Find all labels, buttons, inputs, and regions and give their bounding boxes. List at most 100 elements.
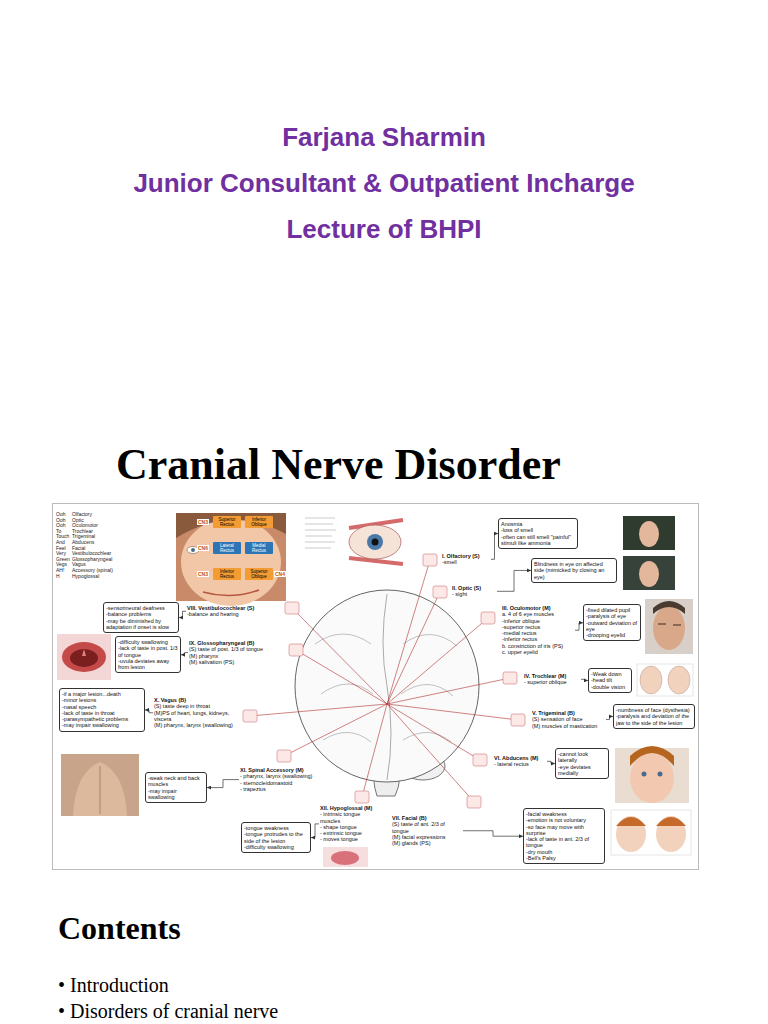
nerve-name: II. Optic (S) — [452, 585, 496, 591]
nerve-icon — [243, 710, 257, 722]
face — [640, 666, 662, 694]
nerve-function: - intrinsic tongue muscles — [320, 811, 382, 824]
author-role: Junior Consultant & Outpatient Incharge — [0, 168, 768, 198]
nerve-label: VI. Abducens (M)- lateral rectus — [493, 754, 547, 769]
child-photo — [176, 513, 286, 606]
nerve-function: -smell — [442, 559, 490, 565]
nerve-line — [250, 560, 518, 802]
author-affiliation: Lecture of BHPI — [0, 214, 768, 244]
symptom-box: -fixed dilated pupil-paralysis of eye-ou… — [583, 604, 641, 641]
symptom-text: -difficulty swallowing — [118, 639, 178, 645]
nerve-fibres — [250, 560, 518, 802]
connector — [606, 716, 613, 719]
photo — [611, 810, 691, 855]
symptom-text: Blindness in eye on affected side (mimic… — [534, 561, 614, 580]
tiny-leader-lines — [305, 518, 336, 548]
nerve-name: VIII. Vestibulocochlear (S) — [187, 605, 277, 611]
muscle-box: Inferior Rectus — [213, 568, 241, 580]
nerve-function: -inferior rectus — [502, 636, 574, 642]
nerve-icon — [511, 714, 525, 726]
nerve-name: III. Oculomotor (M) — [502, 605, 574, 611]
spine — [100, 766, 101, 814]
nerve-function: -medial rectus — [502, 630, 574, 636]
hair — [653, 601, 685, 614]
nerve-function: -inferior oblique — [502, 618, 574, 624]
nerve-function: - shape tongue — [320, 824, 382, 830]
symptom-text: -sensorineural deafness — [106, 605, 176, 611]
photo — [637, 664, 693, 696]
symptom-text: -balance problems — [106, 611, 176, 617]
symptom-text: -dry mouth — [526, 849, 602, 855]
nerve-function: (M) muscles of mastication — [532, 723, 605, 729]
nerve-name: VI. Abducens (M) — [494, 755, 546, 761]
symptom-text: -lack of taste in throat — [62, 710, 142, 716]
photo — [645, 599, 693, 654]
symptom-text: -head tilt — [591, 677, 629, 683]
symptom-text: -paralysis and deviation of the jaw to t… — [616, 713, 692, 726]
image-frame — [301, 513, 411, 573]
nerve-name: XII. Hypoglossal (M) — [320, 805, 382, 811]
connector — [145, 710, 153, 713]
photo — [323, 847, 368, 867]
nerve-name: X. Vagus (B) — [154, 697, 236, 703]
symptom-text: -Bell's Palsy — [526, 855, 602, 861]
mouth — [203, 590, 259, 596]
face — [630, 753, 674, 803]
hair — [176, 513, 286, 538]
back — [73, 762, 127, 816]
nerve-label: XII. Hypoglossal (M)- intrinsic tongue m… — [319, 804, 383, 844]
nerve-icon — [423, 554, 437, 566]
nerve-function: - sight — [452, 591, 496, 597]
nerve-function: (M) salivation (PS) — [189, 659, 281, 665]
nerve-function: (S) taste of ant. 2/3 of tongue — [392, 821, 462, 834]
connector — [311, 824, 319, 838]
symptom-text: -tongue weakness — [244, 825, 308, 831]
nerve-icon — [473, 754, 487, 766]
nerve-tag: CN3 — [197, 519, 209, 525]
face — [181, 518, 281, 606]
nerve-label: X. Vagus (B)(S) taste deep in throat(M)P… — [153, 696, 237, 729]
photos — [57, 516, 693, 867]
nerve-function: - sternocleidomastoid — [240, 780, 318, 786]
nerve-label: V. Trigeminal (B)(S) sensation of face(M… — [531, 709, 606, 730]
nerve-name: IV. Trochlear (M) — [524, 673, 580, 679]
nerve-function: (M) pharynx, larynx (swallowing) — [154, 722, 236, 728]
symptom-text: -may impair swallowing — [148, 788, 204, 801]
nerve-tag: CN4 — [274, 571, 286, 577]
nerve-label: IX. Glossopharyngeal (B)(S) taste of pos… — [188, 639, 282, 666]
nerve-icon — [285, 602, 299, 614]
muscle-label: Medial Rectus — [246, 543, 272, 553]
symptom-text: -emotion is not voluntary — [526, 817, 602, 823]
nerve-icon — [481, 612, 495, 624]
nerve-function: a. 4 of 6 eye muscles — [502, 611, 574, 617]
symptom-text: -if a major lesion...death — [62, 691, 142, 697]
symptom-box: -numbness of face (dysthesia)-paralysis … — [613, 704, 695, 729]
muscle-box: Superior Oblique — [245, 568, 273, 580]
photo — [61, 754, 139, 816]
symptom-text: -cannot look laterally — [558, 751, 606, 764]
symptom-box: -tongue weakness-tongue protrudes to the… — [241, 822, 311, 853]
nerve-function: (S) taste deep in throat — [154, 703, 236, 709]
mnemonic-word: H — [56, 574, 60, 580]
nerve-function: b. constriction of iris (PS) — [502, 643, 574, 649]
symptom-text: -parasympathetic problems — [62, 716, 142, 722]
face — [639, 561, 659, 587]
nerve-label: XI. Spinal Accessory (M)- pharynx, laryn… — [239, 766, 319, 793]
face — [668, 666, 690, 694]
fissure — [383, 594, 391, 780]
nerve-function: (S) taste of post. 1/3 of tongue — [189, 646, 281, 652]
section-heading: Contents — [58, 910, 181, 946]
nerve-tag: CN3 — [197, 571, 209, 577]
connector — [181, 653, 188, 655]
nerve-label: III. Oculomotor (M)a. 4 of 6 eye muscles… — [501, 604, 575, 656]
symptom-text: -lack of taste in ant. 2/3 of tongue — [526, 836, 602, 849]
nerve-function: (M) glands (PS) — [392, 840, 462, 846]
symptom-text: -drooping eyelid — [586, 632, 638, 638]
symptom-box: -if a major lesion...death-minor lesions… — [59, 688, 145, 732]
symptom-text: -double vision — [591, 684, 629, 690]
photo — [623, 516, 675, 550]
symptom-text: -may be diminished by adaptation if onse… — [106, 618, 176, 631]
nerve-function: (S) sensation of face — [532, 716, 605, 722]
face — [639, 521, 659, 547]
